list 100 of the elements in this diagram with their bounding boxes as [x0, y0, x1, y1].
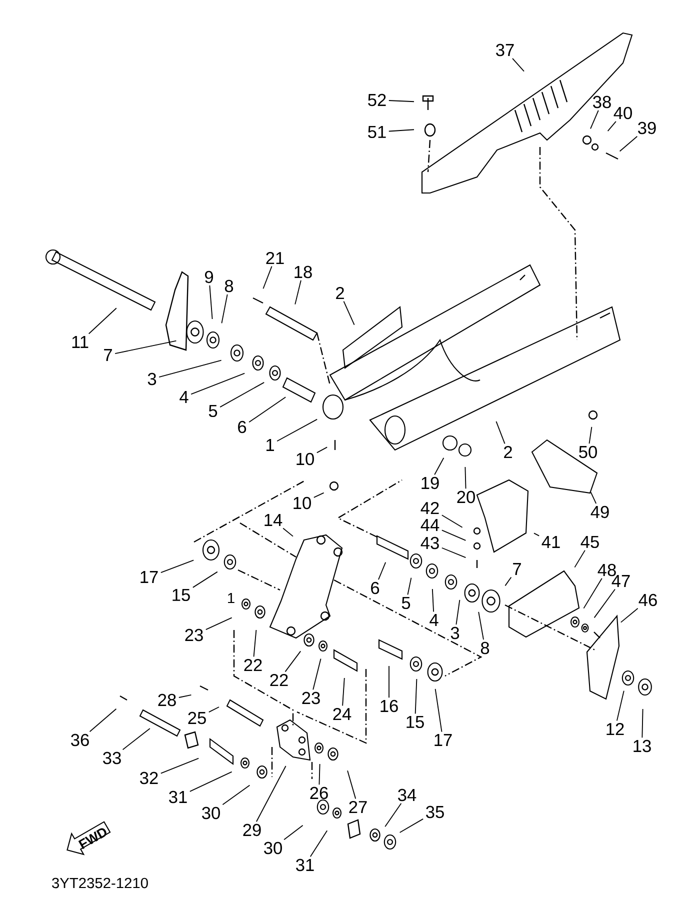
- callout-number: 20: [457, 490, 475, 504]
- leader-line: [574, 550, 586, 568]
- callout-number: 41: [542, 536, 560, 548]
- callout-number: 9: [205, 270, 213, 284]
- leader-line: [434, 457, 444, 476]
- leader-line: [178, 694, 192, 698]
- callout-number: 15: [406, 716, 424, 728]
- callout-number: 4: [180, 391, 188, 403]
- callout-number: 46: [638, 594, 657, 606]
- callout-number: 2: [336, 286, 344, 300]
- callout-number: 26: [310, 786, 328, 800]
- leader-line: [222, 784, 250, 806]
- leader-line: [388, 666, 390, 698]
- leader-line: [594, 588, 616, 618]
- callout-number: 7: [513, 563, 521, 575]
- leader-line: [347, 770, 356, 800]
- callout-number: 17: [434, 734, 452, 746]
- leader-line: [262, 266, 272, 290]
- leader-line: [619, 136, 638, 152]
- leader-line: [294, 280, 302, 305]
- leader-line: [284, 650, 302, 672]
- leader-line: [220, 382, 265, 408]
- callout-number: 2: [504, 446, 512, 458]
- arrow-label: FWD: [78, 828, 106, 850]
- callout-number: 19: [422, 476, 439, 490]
- callout-number: 1: [228, 592, 234, 604]
- callout-number: 13: [634, 740, 651, 752]
- leader-line: [276, 418, 318, 442]
- leader-line: [414, 678, 418, 714]
- leader-line: [434, 688, 442, 732]
- callout-number: 23: [185, 628, 203, 642]
- leader-line: [342, 678, 345, 706]
- leader-line: [282, 528, 294, 537]
- callout-number: 33: [103, 752, 121, 764]
- callout-number: 32: [140, 772, 158, 784]
- callout-number: 51: [368, 126, 386, 138]
- callout-number: 28: [158, 694, 176, 706]
- callout-number: 43: [420, 536, 439, 550]
- callout-number: 31: [169, 790, 187, 804]
- callout-number: 39: [638, 122, 656, 134]
- leader-line: [432, 588, 434, 612]
- leader-line: [534, 532, 540, 536]
- callout-number: 22: [270, 674, 288, 686]
- callout-number: 25: [188, 712, 206, 724]
- part-number: 3YT2352-1210: [52, 878, 148, 888]
- callout-number: 47: [612, 575, 630, 587]
- callout-number: 44: [420, 519, 440, 531]
- callout-number: 17: [140, 571, 158, 583]
- callout-number: 38: [593, 96, 611, 108]
- leader-line: [313, 492, 324, 498]
- callout-number: 4: [430, 614, 438, 626]
- callout-number: 8: [224, 280, 234, 292]
- leader-line: [122, 728, 150, 750]
- leader-line: [642, 708, 644, 738]
- callout-number: 14: [264, 514, 282, 526]
- leader-line: [478, 611, 484, 640]
- callout-number: 24: [333, 708, 352, 720]
- callout-number: 48: [598, 564, 616, 576]
- leader-line: [512, 58, 524, 72]
- callout-number: 10: [294, 496, 311, 510]
- callout-number: 6: [371, 582, 380, 594]
- leader-line: [378, 562, 386, 580]
- callout-number: 8: [480, 642, 490, 654]
- leader-line: [441, 547, 466, 558]
- callout-number: 36: [71, 734, 89, 746]
- leader-line: [160, 560, 194, 573]
- leader-line: [312, 658, 322, 690]
- callout-number: 10: [296, 452, 314, 466]
- callout-number: 49: [590, 506, 609, 518]
- callout-number: 1: [266, 439, 274, 451]
- leader-line: [89, 708, 117, 732]
- leader-line: [384, 802, 402, 828]
- leader-line: [284, 824, 304, 840]
- callout-number: 11: [72, 336, 88, 348]
- callout-number: 30: [202, 806, 220, 820]
- leader-line: [616, 690, 624, 722]
- leader-line: [456, 599, 460, 626]
- callout-number: 42: [420, 502, 439, 514]
- leader-line: [496, 420, 506, 444]
- callout-number: 22: [244, 658, 262, 672]
- leader-line: [504, 576, 512, 586]
- leader-line: [464, 466, 466, 490]
- leader-line: [316, 446, 328, 454]
- leader-line: [208, 706, 220, 713]
- leader-line: [588, 426, 592, 444]
- leader-line: [189, 771, 232, 792]
- leader-line: [114, 340, 177, 354]
- callout-number: 29: [243, 824, 261, 836]
- leader-line: [388, 100, 414, 102]
- callout-number: 12: [606, 722, 624, 736]
- callout-number: 40: [614, 106, 632, 120]
- leader-line: [310, 830, 328, 858]
- leader-line: [407, 577, 412, 596]
- leader-line: [158, 360, 222, 378]
- callout-number: 35: [426, 806, 444, 818]
- callout-number: 6: [238, 420, 246, 434]
- leader-line: [88, 308, 117, 334]
- callout-number: 23: [302, 692, 320, 704]
- callout-number: 34: [398, 788, 416, 802]
- leader-line: [253, 630, 257, 658]
